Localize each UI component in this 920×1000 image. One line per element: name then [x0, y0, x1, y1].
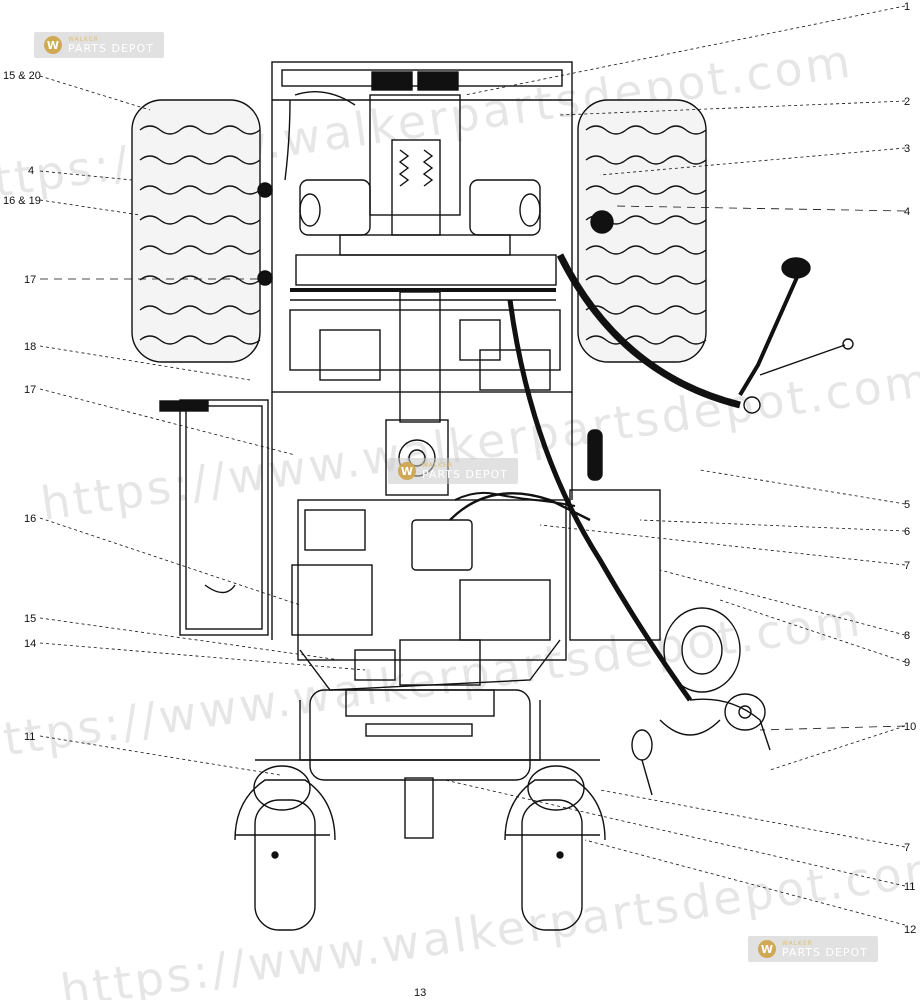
- callout-label: 16: [24, 513, 36, 525]
- watermark-line: https://www.walkerpartsdepot.com: [57, 840, 920, 1000]
- control-lever: [507, 253, 854, 702]
- callout-label: 9: [904, 657, 910, 669]
- engine-block: [291, 429, 603, 691]
- seat-panel: [159, 399, 269, 636]
- callout-label: 8: [904, 630, 910, 642]
- walker-logo-icon: W: [758, 940, 776, 958]
- transmission-assembly: [257, 71, 614, 286]
- callout-label: 10: [904, 721, 916, 733]
- watermark-line: https://www.walkerpartsdepot.com: [0, 592, 866, 771]
- front-right-caster: [504, 765, 606, 931]
- callout-label: 15 & 20: [3, 70, 41, 82]
- callout-label: 11: [24, 731, 35, 743]
- callout-label: 1: [904, 1, 910, 13]
- logo-text-bottom: PARTS DEPOT: [782, 945, 868, 959]
- callout-label: 15: [24, 613, 36, 625]
- watermark-logo: W WALKER PARTS DEPOT: [748, 936, 878, 962]
- pulley-assembly: [569, 489, 771, 796]
- callout-labels-left: 15 & 20 4 16 & 19 17 18 17 16 15 14 11: [3, 70, 41, 743]
- leader-lines: [39, 5, 906, 926]
- logo-text-top: WALKER: [782, 939, 813, 947]
- callout-label: 13: [414, 987, 426, 999]
- callout-label: 6: [904, 526, 910, 538]
- watermark-line: https://www.walkerpartsdepot.com: [38, 352, 920, 531]
- callout-label: 4: [904, 206, 910, 218]
- callout-label: 2: [904, 96, 910, 108]
- callout-label: 7: [904, 842, 910, 854]
- front-left-caster: [234, 765, 336, 931]
- callout-label: 16 & 19: [3, 195, 41, 207]
- callout-label: 4: [28, 165, 34, 177]
- logo-text-bottom: PARTS DEPOT: [422, 467, 508, 481]
- callout-label: 5: [904, 499, 910, 511]
- callout-label: 7: [904, 560, 910, 572]
- callout-label: 12: [904, 924, 916, 936]
- walker-logo-icon: W: [398, 462, 416, 480]
- watermark-line: https://www.walkerpartsdepot.com: [0, 34, 856, 213]
- callout-labels-right: 1 2 3 4 5 6 7 8 9 10 7 11 12: [904, 1, 916, 936]
- callout-label: 3: [904, 143, 910, 155]
- watermark-logo: W WALKER PARTS DEPOT: [388, 458, 518, 484]
- callout-label: 11: [904, 881, 915, 893]
- front-hood: [255, 689, 600, 839]
- watermark-logo: W WALKER PARTS DEPOT: [34, 32, 164, 58]
- left-rear-tire: [131, 99, 261, 363]
- walker-logo-icon: W: [44, 36, 62, 54]
- logo-text-top: WALKER: [422, 461, 453, 469]
- callout-label: 17: [24, 384, 36, 396]
- callout-label: 17: [24, 274, 36, 286]
- logo-text-top: WALKER: [68, 35, 99, 43]
- callout-label: 18: [24, 341, 36, 353]
- right-rear-tire: [577, 99, 707, 363]
- callout-label: 14: [24, 638, 36, 650]
- logo-text-bottom: PARTS DEPOT: [68, 41, 154, 55]
